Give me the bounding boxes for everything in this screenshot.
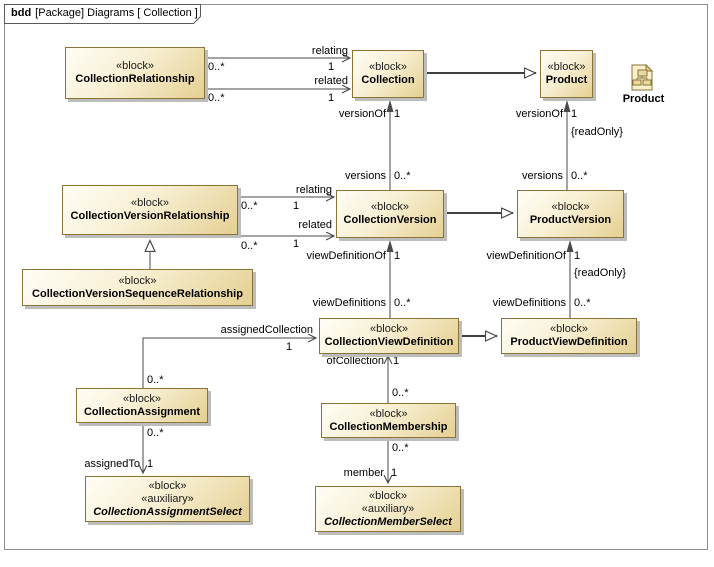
block-collection-version-sequence-relationship[interactable]: «block» CollectionVersionSequenceRelatio… (22, 269, 253, 306)
block-name: ProductViewDefinition (510, 336, 628, 348)
multiplicity-label: 1 (394, 108, 401, 120)
assoc-assignedcollection[interactable] (142, 338, 316, 388)
multiplicity-label: 0..* (392, 442, 409, 454)
role-label: viewDefinitionOf (306, 250, 386, 262)
product-diagram-shortcut[interactable] (628, 62, 658, 99)
block-name: CollectionViewDefinition (324, 336, 454, 348)
block-collection-membership[interactable]: «block» CollectionMembership (321, 403, 456, 438)
stereotype-label: «auxiliary» (141, 492, 194, 505)
stereotype-label: «block» (118, 274, 157, 287)
role-label: viewDefinitions (492, 297, 566, 309)
constraint-label: {readOnly} (571, 126, 623, 138)
block-collection-member-select[interactable]: «block» «auxiliary» CollectionMemberSele… (315, 486, 461, 532)
diagram-title: bdd[Package] Diagrams [ Collection ] (11, 7, 198, 19)
block-collection-assignment[interactable]: «block» CollectionAssignment (76, 388, 208, 423)
multiplicity-label: 1 (147, 458, 154, 470)
role-label: viewDefinitionOf (486, 250, 566, 262)
multiplicity-label: 0..* (241, 240, 258, 252)
block-collection-version-relationship[interactable]: «block» CollectionVersionRelationship (62, 185, 238, 235)
multiplicity-label: 1 (286, 341, 293, 353)
multiplicity-label: 0..* (208, 92, 225, 104)
role-label: relating (295, 184, 332, 196)
multiplicity-label: 1 (328, 92, 335, 104)
stereotype-label: «block» (148, 479, 187, 492)
role-label: related (314, 75, 348, 87)
diagram-title-text: [Package] Diagrams [ Collection ] (35, 7, 198, 19)
block-collection-relationship[interactable]: «block» CollectionRelationship (65, 47, 205, 99)
block-product-version[interactable]: «block» ProductVersion (517, 190, 624, 238)
multiplicity-label: 0..* (241, 200, 258, 212)
multiplicity-label: 0..* (571, 170, 588, 182)
multiplicity-label: 0..* (394, 297, 411, 309)
role-label: versionOf (515, 108, 563, 120)
role-label: versionOf (338, 108, 386, 120)
block-name: CollectionAssignmentSelect (93, 505, 242, 518)
block-name: CollectionMembership (329, 420, 448, 433)
frame-tab (4, 4, 201, 24)
stereotype-label: «block» (369, 61, 407, 73)
block-name: Collection (361, 74, 415, 86)
role-label: member (343, 467, 384, 479)
multiplicity-label: 0..* (392, 387, 409, 399)
stereotype-label: «block» (370, 323, 408, 335)
block-collection-view-definition[interactable]: «block» CollectionViewDefinition (319, 318, 459, 354)
role-label: assignedCollection (220, 324, 313, 336)
stereotype-label: «block» (369, 407, 408, 420)
stereotype-label: «block» (131, 197, 169, 209)
stereotype-label: «block» (123, 392, 161, 405)
multiplicity-label: 1 (293, 238, 300, 250)
multiplicity-label: 1 (293, 200, 300, 212)
block-name: CollectionVersion (343, 214, 437, 226)
multiplicity-label: 1 (574, 250, 581, 262)
multiplicity-label: 1 (394, 250, 401, 262)
stereotype-label: «block» (371, 201, 409, 213)
role-label: relating (311, 45, 348, 57)
constraint-label: {readOnly} (574, 267, 626, 279)
role-label: viewDefinitions (312, 297, 386, 309)
stereotype-label: «block» (116, 60, 154, 72)
multiplicity-label: 0..* (394, 170, 411, 182)
stereotype-label: «auxiliary» (361, 502, 415, 515)
stereotype-label: «block» (550, 323, 588, 335)
block-product-view-definition[interactable]: «block» ProductViewDefinition (501, 318, 637, 354)
multiplicity-label: 0..* (208, 61, 225, 73)
block-product[interactable]: «block» Product (540, 50, 593, 98)
block-name: CollectionVersionRelationship (70, 210, 230, 222)
block-name: ProductVersion (529, 214, 612, 226)
multiplicity-label: 1 (393, 355, 400, 367)
stereotype-label: «block» (547, 61, 586, 73)
role-label: versions (522, 170, 563, 182)
stereotype-label: «block» (551, 201, 590, 213)
block-name: CollectionAssignment (83, 405, 201, 418)
multiplicity-label: 1 (391, 467, 398, 479)
role-label: versions (345, 170, 386, 182)
multiplicity-label: 0..* (147, 427, 164, 439)
role-label: related (298, 219, 332, 231)
diagram-kind-keyword: bdd (11, 7, 32, 19)
product-diagram-shortcut-icon (631, 63, 654, 91)
block-name: Product (545, 74, 588, 86)
block-collection[interactable]: «block» Collection (352, 50, 424, 98)
block-name: CollectionRelationship (75, 73, 195, 85)
multiplicity-label: 0..* (574, 297, 591, 309)
stereotype-label: «block» (369, 489, 407, 502)
multiplicity-label: 1 (328, 61, 335, 73)
block-collection-version[interactable]: «block» CollectionVersion (336, 190, 444, 238)
role-label: ofCollection (326, 355, 384, 367)
block-name: CollectionMemberSelect (324, 515, 452, 528)
multiplicity-label: 1 (571, 108, 578, 120)
multiplicity-label: 0..* (147, 374, 164, 386)
product-shortcut-label: Product (622, 93, 665, 105)
block-collection-assignment-select[interactable]: «block» «auxiliary» CollectionAssignment… (85, 476, 250, 522)
role-label: assignedTo (84, 458, 140, 470)
block-name: CollectionVersionSequenceRelationship (32, 287, 243, 300)
